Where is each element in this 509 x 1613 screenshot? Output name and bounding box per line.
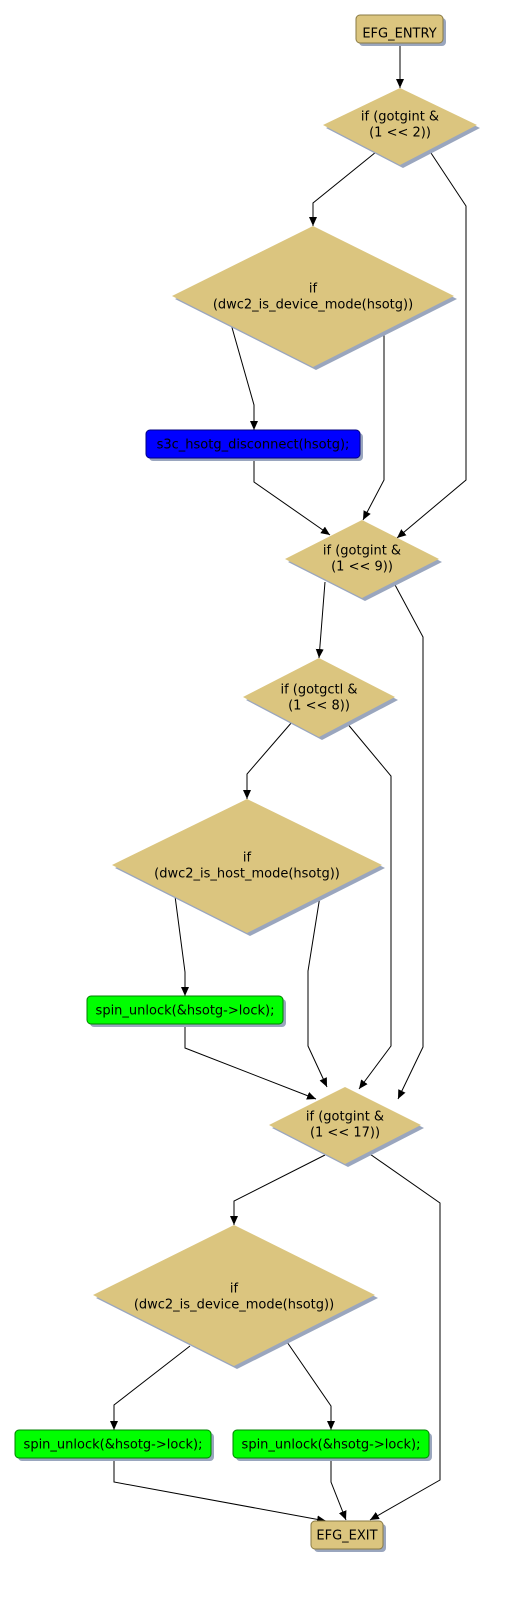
node-spin-unlock-1: spin_unlock(&hsotg->lock); — [86, 995, 286, 1027]
edge-d5-d6 — [307, 895, 328, 1088]
edge-d4-d6 — [345, 721, 392, 1090]
edge-b1-d3 — [253, 458, 331, 536]
node-d7-line1: if — [230, 1282, 239, 1297]
node-d3-line1: if (gotgint & — [323, 544, 401, 559]
edge-g2-exit — [113, 1458, 327, 1524]
node-d3-line2: (1 << 9)) — [331, 560, 393, 575]
node-d2-line1: if — [309, 282, 318, 297]
node-d4-line1: if (gotgctl & — [280, 683, 357, 698]
edge-d6-d7 — [230, 1154, 326, 1225]
node-d1-line1: if (gotgint & — [361, 110, 439, 125]
edge-d7-g2 — [110, 1345, 191, 1430]
edge-d6-exit — [366, 1151, 441, 1521]
node-decision-device-mode-1: if (dwc2_is_device_mode(hsotg)) — [172, 226, 457, 370]
node-decision-gotgint-bit2: if (gotgint & (1 << 2)) — [323, 88, 480, 168]
edge-d2-d3 — [362, 332, 385, 521]
node-g1-label: spin_unlock(&hsotg->lock); — [96, 1004, 275, 1019]
node-exit: EFG_EXIT — [310, 1520, 386, 1552]
node-d4-line2: (1 << 8)) — [288, 699, 350, 714]
edge-d4-d5 — [243, 721, 293, 799]
edge-d5-g1 — [174, 895, 189, 996]
node-d6-line1: if (gotgint & — [306, 1110, 384, 1125]
edge-d3-d6 — [393, 582, 424, 1100]
node-entry: EFG_ENTRY — [355, 14, 446, 46]
node-g2-label: spin_unlock(&hsotg->lock); — [24, 1438, 203, 1453]
edge-d1-d3 — [396, 149, 467, 539]
node-d5-line1: if — [243, 851, 252, 866]
edge-d7-g3 — [286, 1341, 335, 1430]
node-hsotg-disconnect: s3c_hsotg_disconnect(hsotg); — [145, 429, 363, 461]
node-b1-label: s3c_hsotg_disconnect(hsotg); — [157, 438, 350, 453]
node-decision-host-mode: if (dwc2_is_host_mode(hsotg)) — [112, 799, 385, 936]
edges — [110, 44, 467, 1524]
node-d6-line2: (1 << 17)) — [310, 1126, 380, 1141]
edge-d1-d2 — [309, 151, 377, 226]
edge-d3-d4 — [315, 581, 326, 659]
node-d2-line2: (dwc2_is_device_mode(hsotg)) — [213, 298, 413, 313]
node-decision-gotgint-bit17: if (gotgint & (1 << 17)) — [269, 1087, 424, 1167]
node-d5-line2: (dwc2_is_host_mode(hsotg)) — [154, 867, 340, 882]
edge-d2-b1 — [230, 323, 258, 430]
node-d1-line2: (1 << 2)) — [369, 126, 431, 141]
node-decision-device-mode-2: if (dwc2_is_device_mode(hsotg)) — [93, 1225, 378, 1369]
node-decision-gotgint-bit9: if (gotgint & (1 << 9)) — [285, 520, 442, 601]
node-d7-line2: (dwc2_is_device_mode(hsotg)) — [134, 1298, 334, 1313]
edge-g3-exit — [330, 1458, 347, 1521]
node-spin-unlock-2: spin_unlock(&hsotg->lock); — [14, 1429, 214, 1461]
node-g3-label: spin_unlock(&hsotg->lock); — [242, 1438, 421, 1453]
node-decision-gotgctl-bit8: if (gotgctl & (1 << 8)) — [243, 658, 398, 740]
node-spin-unlock-3: spin_unlock(&hsotg->lock); — [232, 1429, 432, 1461]
edge-g1-d6 — [184, 1024, 317, 1100]
node-exit-label: EFG_EXIT — [316, 1529, 377, 1544]
node-entry-label: EFG_ENTRY — [362, 27, 436, 42]
